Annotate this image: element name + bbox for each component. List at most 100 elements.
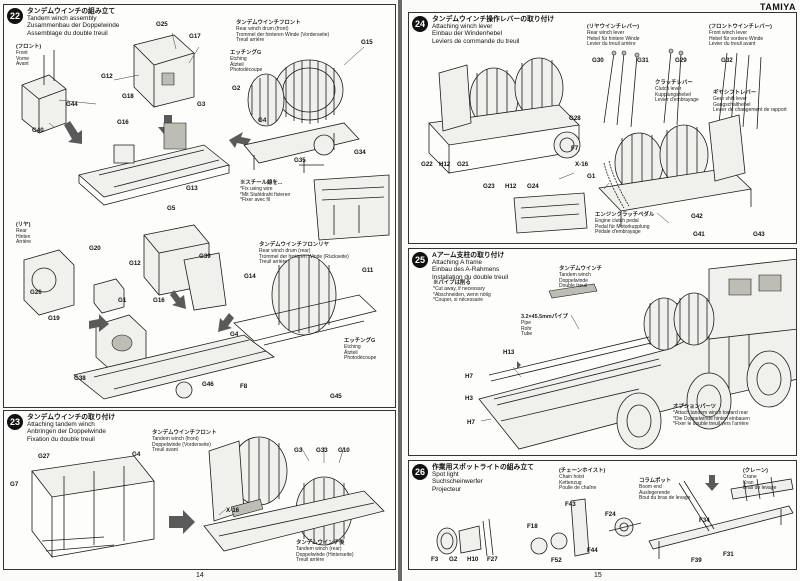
part-label: G12 xyxy=(101,73,113,80)
part-label: H13 xyxy=(503,349,515,356)
part-label: X-16 xyxy=(226,507,240,514)
step-25-drawing xyxy=(409,249,796,456)
step-22-title: タンデムウインチの組み立て Tandem winch assembly Zusa… xyxy=(27,8,120,37)
part-label: F52 xyxy=(551,557,562,564)
winch-drum-icon xyxy=(248,60,343,126)
part-label: F44 xyxy=(587,547,598,554)
part-label: G16 xyxy=(117,119,129,126)
part-label: G25 xyxy=(156,21,168,28)
step-24-title: タンデムウインチ操作レバーの取り付け Attaching winch lever… xyxy=(432,16,555,45)
part-label: G3 xyxy=(197,101,206,108)
step-22-number: 22 xyxy=(7,8,23,24)
note-chain-hoist: (チェーンホイスト) Chain hoist Kettenzug Poulie … xyxy=(559,468,606,492)
part-label: F39 xyxy=(691,557,702,564)
part-label: G1 xyxy=(118,297,127,304)
part-label: F31 xyxy=(723,551,734,558)
note-tandem-winch: タンデムウインチ Tandem winch Doppelwinde Double… xyxy=(559,266,603,290)
part-label: G43 xyxy=(753,231,765,238)
part-label: G10 xyxy=(338,447,350,454)
page-number-right: 15 xyxy=(594,572,602,579)
page-number-left: 14 xyxy=(196,572,204,579)
part-label: G41 xyxy=(693,231,705,238)
part-label: G35 xyxy=(294,157,306,164)
part-label: G40 xyxy=(32,127,44,134)
note-clutch-lever: クラッチレバー Clutch lever Kupplungshebel Levi… xyxy=(655,80,699,104)
note-front: (フロント) Front Vorne Avant xyxy=(16,44,42,68)
part-label: G2 xyxy=(449,556,458,563)
part-label: H12 xyxy=(505,183,517,190)
step-25-number: 25 xyxy=(412,252,428,268)
part-label: G4 xyxy=(230,331,239,338)
note-etching-1: エッチングG Etching Ätzteil Photodécoupe xyxy=(230,50,263,74)
part-label: G1 xyxy=(587,173,596,180)
part-label: G18 xyxy=(122,93,134,100)
note-cut-away: ※パイプは削る *Cut away, if necessary *Abschne… xyxy=(433,280,491,304)
note-pipe: 3.2×45.5mmパイプ Pipe Rohr Tube xyxy=(521,314,568,338)
part-label: G20 xyxy=(89,245,101,252)
part-label: F3 xyxy=(431,556,439,563)
part-label: G32 xyxy=(721,57,733,64)
part-label: G14 xyxy=(244,273,256,280)
note-tandem-rear: タンデムウインチ後 Tandem winch (rear) Doppelwind… xyxy=(296,540,354,564)
part-label: G12 xyxy=(129,260,141,267)
part-label: H10 xyxy=(467,556,479,563)
note-engine-clutch-pedal: エンジンクラッチペダル Engine clutch pedal Pedal fü… xyxy=(595,212,655,236)
part-label: X-16 xyxy=(575,161,589,168)
note-gear-shift: ギヤシフトレバー Gear shift lever Gangschalthebe… xyxy=(713,90,787,114)
part-label: G24 xyxy=(527,183,539,190)
step-22-drawing xyxy=(4,5,396,408)
part-label: F27 xyxy=(487,556,498,563)
note-winch-front: タンデムウインチフロント Rear winch drum (front) Tro… xyxy=(236,20,330,44)
part-label: G39 xyxy=(199,253,211,260)
part-label: G45 xyxy=(330,393,342,400)
step-26-number: 26 xyxy=(412,464,428,480)
lever-icon xyxy=(604,49,761,129)
step-26-drawing xyxy=(409,475,797,570)
part-label: G26 xyxy=(30,289,42,296)
part-label: G30 xyxy=(592,57,604,64)
part-label: G13 xyxy=(186,185,198,192)
part-label: G19 xyxy=(48,315,60,322)
step-25-title: Aアーム支柱の取り付け Attaching A frame Einbau des… xyxy=(432,252,509,281)
part-label: G31 xyxy=(637,57,649,64)
part-label: G16 xyxy=(153,297,165,304)
part-label: G23 xyxy=(483,183,495,190)
step-22-panel: 22 タンデムウインチの組み立て Tandem winch assembly Z… xyxy=(3,4,396,408)
spotlight-icon xyxy=(437,519,493,556)
note-wire: ※スチール線を... *Fix using wire *Mit Stahldra… xyxy=(240,180,291,204)
left-page: 22 タンデムウインチの組み立て Tandem winch assembly Z… xyxy=(0,0,398,581)
part-label: G38 xyxy=(74,375,86,382)
note-tandem-front: タンデムウインチフロント Tandem winch (front) Doppel… xyxy=(152,430,217,454)
part-label: F8 xyxy=(240,383,248,390)
part-label: G44 xyxy=(66,101,78,108)
right-page: TAMIYA 24 タンデムウインチ操作レバーの取り付け Attaching w… xyxy=(402,0,800,581)
part-label: G2 xyxy=(232,85,241,92)
step-23-number: 23 xyxy=(7,414,23,430)
note-crane: (クレーン) Crane Kran Bras de levage xyxy=(743,468,777,492)
part-label: G33 xyxy=(316,447,328,454)
step-26-title: 作業用スポットライトの組み立て Spot light Suchscheinwer… xyxy=(432,464,534,493)
part-label: G34 xyxy=(354,149,366,156)
part-label: G4 xyxy=(132,451,141,458)
part-label: G17 xyxy=(189,33,201,40)
step-24-drawing xyxy=(409,13,797,244)
part-label: H3 xyxy=(465,395,473,402)
step-23-drawing xyxy=(4,411,396,570)
part-label: G21 xyxy=(457,161,469,168)
note-front-lever: (フロントウインチレバー) Front winch lever Hebel fü… xyxy=(709,24,772,48)
truck-body-icon xyxy=(479,259,796,449)
part-label: G15 xyxy=(361,39,373,46)
note-rear: (リヤ) Rear Hinten Arrière xyxy=(16,222,32,246)
part-label: G11 xyxy=(362,267,374,274)
part-label: F18 xyxy=(527,523,538,530)
part-label: G7 xyxy=(10,481,19,488)
step-24-panel: 24 タンデムウインチ操作レバーの取り付け Attaching winch le… xyxy=(408,12,797,244)
part-label: G22 xyxy=(421,161,433,168)
part-label: G3 xyxy=(294,447,303,454)
crane-icon xyxy=(649,477,793,559)
part-label: H7 xyxy=(467,419,475,426)
note-rear-lever: (リヤウインチレバー) Rear winch lever Hebel für h… xyxy=(587,24,640,48)
step-23-title: タンデムウインチの取り付け Attaching tandem winch Anb… xyxy=(27,414,116,443)
part-label: H7 xyxy=(465,373,473,380)
part-label: G46 xyxy=(202,381,214,388)
